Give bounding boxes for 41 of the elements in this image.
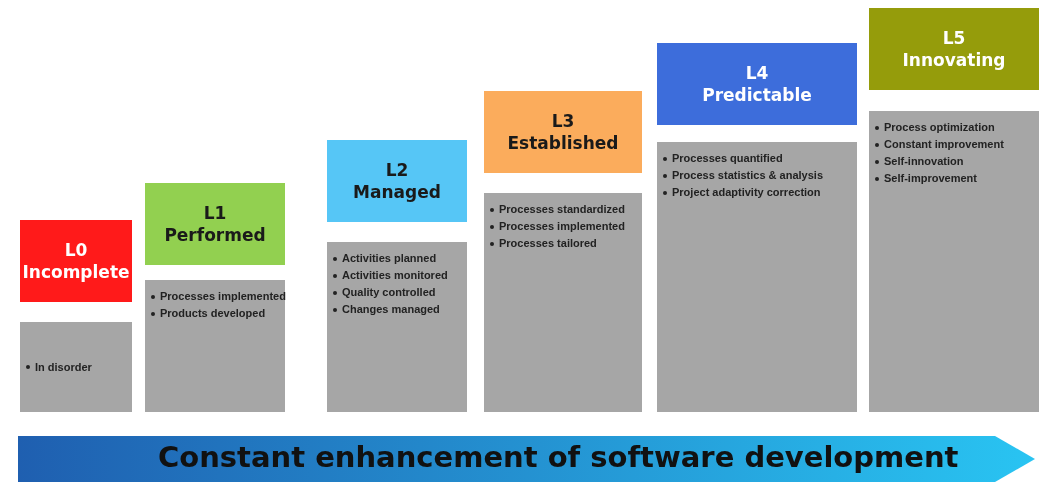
bullet-item: Changes managed	[342, 302, 440, 317]
level-header	[327, 140, 467, 222]
level-panel	[20, 322, 132, 412]
level-code: L1	[203, 202, 227, 224]
bullet-item: In disorder	[35, 359, 92, 375]
level-panel	[145, 280, 285, 412]
bullet-item: Processes tailored	[499, 236, 597, 251]
level-name: Performed	[164, 224, 266, 246]
bullet-item: Process optimization	[884, 120, 995, 135]
level-panel	[657, 142, 857, 412]
bullet-item: Project adaptivity correction	[672, 185, 821, 200]
bullet-item: Process statistics & analysis	[672, 168, 824, 183]
level-name: Managed	[353, 181, 441, 203]
bullet-item: Constant improvement	[884, 137, 1004, 152]
bullet-item: Activities planned	[342, 251, 437, 266]
level-code: L4	[745, 62, 769, 84]
level-header	[869, 8, 1039, 90]
level-name: Incomplete	[22, 261, 130, 283]
level-panel	[484, 193, 642, 412]
bullet-item: Quality controlled	[342, 285, 436, 300]
level-header	[20, 220, 132, 302]
level-code: L2	[385, 159, 409, 181]
level-code: L0	[64, 239, 88, 261]
level-header	[484, 91, 642, 173]
level-header	[657, 43, 857, 125]
bullet-item: Processes quantified	[672, 151, 783, 166]
level-header	[145, 183, 285, 265]
banner-text: Constant enhancement of software development	[158, 440, 959, 474]
level-name: Predictable	[702, 84, 812, 106]
bullet-item: Processes standardized	[499, 202, 625, 217]
bullet-item: Self-innovation	[884, 154, 964, 169]
level-code: L3	[551, 110, 575, 132]
bullet-item: Self-improvement	[884, 171, 977, 186]
level-name: Innovating	[902, 49, 1006, 71]
bullet-item: Processes implemented	[499, 219, 625, 234]
bullet-item: Activities monitored	[342, 268, 448, 283]
level-code: L5	[942, 27, 966, 49]
level-name: Established	[507, 132, 619, 154]
bullet-item: Products developed	[160, 306, 266, 321]
level-panel	[327, 242, 467, 412]
level-panel	[869, 111, 1039, 412]
